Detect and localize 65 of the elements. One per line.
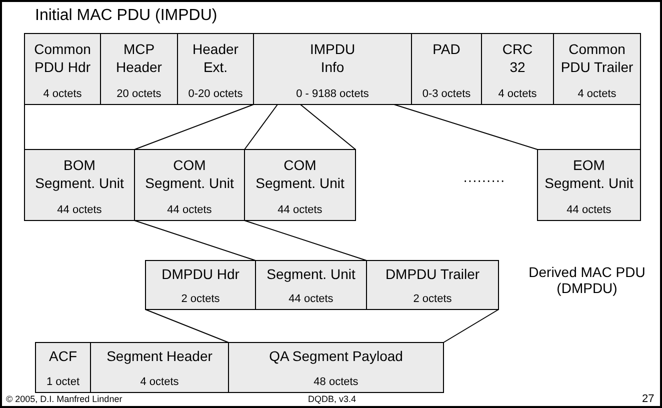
field-cell [255,260,367,310]
expansion-line [134,104,254,150]
field-name: PAD [432,40,460,58]
field-cell [90,342,229,393]
field-cell [537,149,641,221]
page-number: 27 [642,393,654,405]
field-name: Segment Header [106,347,212,366]
field-name: Common PDU Hdr [33,40,92,76]
field-name: CRC 32 [501,40,534,76]
diagram-title: Initial MAC PDU (IMPDU) [35,7,218,25]
field-cell [145,260,256,310]
field-size: 4 octets [578,88,616,101]
field-name: ACF [49,347,77,366]
expansion-line [394,104,538,150]
field-cell [553,33,641,105]
field-size: 44 octets [288,292,334,306]
expansion-line [443,309,499,343]
expansion-line [300,104,356,150]
field-size: 0 - 9188 octets [296,88,369,101]
field-cell [24,149,135,221]
field-cell [35,342,91,393]
field-size: 44 octets [57,204,102,217]
field-cell [177,33,254,105]
field-name: IMPDU Info [308,40,356,76]
field-size: 48 octets [314,376,358,389]
field-cell [134,149,245,221]
field-cell [481,33,554,105]
field-size: 20 octets [116,88,162,101]
field-name: DMPDU Hdr [162,265,240,284]
field-cell [228,342,444,393]
field-size: 4 octets [43,88,82,101]
field-cell [24,33,101,105]
field-size: 4 octets [498,88,537,101]
field-size: 4 octets [140,376,179,389]
expansion-line [244,104,278,150]
copyright-note: © 2005, D.I. Manfred Lindner [6,394,122,404]
field-name: Common PDU Trailer [560,40,634,76]
field-cell [100,33,178,105]
field-name: COM Segment. Unit [254,156,346,192]
field-name: COM Segment. Unit [144,156,235,192]
field-cell [244,149,356,221]
footer-note: DQDB, v3.4 [308,394,356,404]
field-size: 1 octet [46,376,80,389]
field-size: 0-3 octets [422,88,471,101]
field-size: 44 octets [167,204,212,217]
field-cell [366,260,499,310]
field-name: BOM Segment. Unit [34,156,125,192]
expansion-line [134,220,256,261]
field-name: DMPDU Trailer [385,265,480,284]
field-name: Header Ext. [192,40,240,76]
expansion-line [145,309,229,343]
expansion-line [244,220,367,261]
continuation-dots: ········· [463,172,505,188]
field-size: 2 octets [413,292,452,306]
field-size: 0-20 octets [188,88,243,101]
field-size: 44 octets [566,204,612,217]
field-name: EOM Segment. Unit [544,156,634,192]
field-size: 44 octets [278,204,322,217]
field-size: 2 octets [181,292,220,306]
field-name: Segment. Unit [266,265,356,284]
section-label: Derived MAC PDU (DMPDU) [528,264,646,296]
field-name: QA Segment Payload [269,347,403,366]
field-cell [411,33,482,105]
field-name: MCP Header [115,40,163,76]
field-cell [253,33,412,105]
